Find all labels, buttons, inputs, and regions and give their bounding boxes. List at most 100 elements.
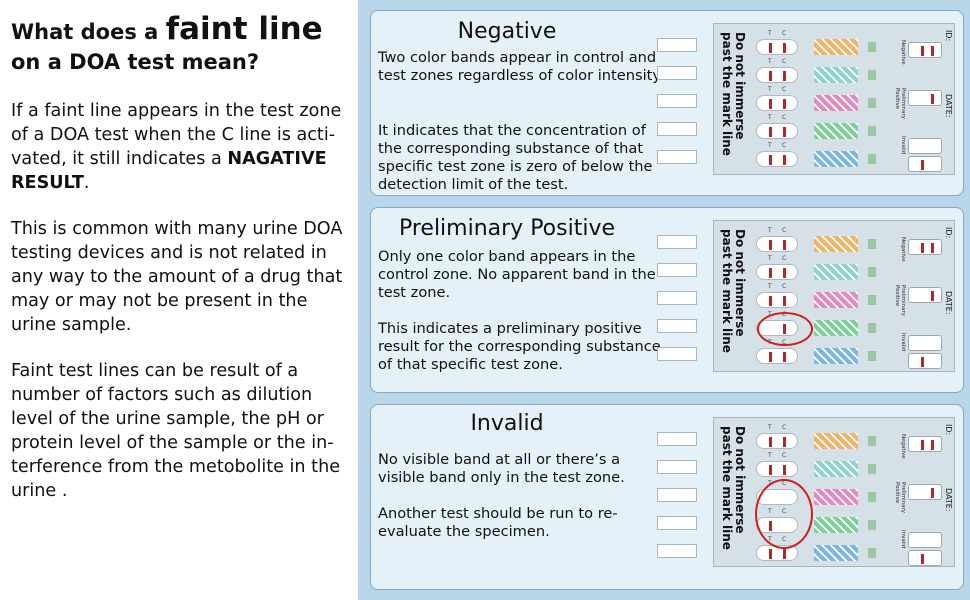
id-label: ID: xyxy=(944,424,953,436)
immersion-warning: Do not immerse past the mark line xyxy=(720,426,747,550)
control-band xyxy=(783,240,786,250)
legend-band xyxy=(931,46,934,56)
test-label: T xyxy=(768,227,772,234)
legend-band xyxy=(931,488,934,498)
result-window xyxy=(756,292,798,308)
negative-result-emphasis: NAGATIVE RESULT xyxy=(11,149,327,193)
test-strip-tab xyxy=(657,38,697,52)
legend-window xyxy=(908,90,942,106)
id-label: ID: xyxy=(944,30,953,42)
control-label: C xyxy=(782,58,787,65)
test-strip-tab xyxy=(657,319,697,333)
test-band xyxy=(769,99,772,109)
immersion-warning: Do not immerse past the mark line xyxy=(720,32,747,156)
test-band xyxy=(769,240,772,250)
panel-description: Only one color band appears in the contr… xyxy=(378,248,656,301)
test-strip-tab xyxy=(657,516,697,530)
drug-color-pad xyxy=(814,39,858,55)
drug-color-pad xyxy=(814,489,858,505)
panel-title: Invalid xyxy=(470,411,544,436)
legend-label: Invalid xyxy=(900,333,906,352)
flow-arrow-icon xyxy=(868,464,876,474)
result-window xyxy=(756,151,798,167)
flow-arrow-icon xyxy=(868,436,876,446)
flow-arrow-icon xyxy=(868,98,876,108)
legend-window xyxy=(908,353,942,369)
panel-title: Preliminary Positive xyxy=(398,216,616,241)
flow-arrow-icon xyxy=(868,154,876,164)
highlight-circle xyxy=(757,312,813,346)
test-band xyxy=(769,296,772,306)
legend-band xyxy=(931,243,934,253)
result-window xyxy=(756,123,798,139)
control-band xyxy=(783,465,786,475)
test-band xyxy=(769,127,772,137)
result-window xyxy=(756,433,798,449)
drug-color-pad xyxy=(814,95,858,111)
legend-label: Preliminary Positive xyxy=(894,482,906,514)
paragraph-common: This is common with many urine DOA testi… xyxy=(11,219,343,335)
test-strip-tab xyxy=(657,544,697,558)
result-window xyxy=(756,348,798,364)
flow-arrow-icon xyxy=(868,267,876,277)
drug-color-pad xyxy=(814,545,858,561)
test-strip-tab xyxy=(657,235,697,249)
panel-interpretation: It indicates that the concentration of t… xyxy=(378,122,653,193)
control-band xyxy=(783,155,786,165)
control-label: C xyxy=(782,30,787,37)
flow-arrow-icon xyxy=(868,42,876,52)
control-label: C xyxy=(782,86,787,93)
flow-arrow-icon xyxy=(868,239,876,249)
test-label: T xyxy=(768,424,772,431)
immersion-warning: Do not immerse past the mark line xyxy=(720,229,747,353)
legend-band xyxy=(921,160,924,170)
test-band xyxy=(769,43,772,53)
control-label: C xyxy=(782,142,787,149)
legend-window xyxy=(908,138,942,154)
date-label: DATE: xyxy=(944,291,953,315)
test-label: T xyxy=(768,58,772,65)
test-band xyxy=(769,155,772,165)
legend-label: Invalid xyxy=(900,530,906,549)
test-strip-tab xyxy=(657,347,697,361)
result-window xyxy=(756,461,798,477)
test-band xyxy=(769,352,772,362)
drug-color-pad xyxy=(814,461,858,477)
id-label: ID: xyxy=(944,227,953,239)
test-strip-tab xyxy=(657,94,697,108)
legend-band xyxy=(921,46,924,56)
control-band xyxy=(783,352,786,362)
control-label: C xyxy=(782,424,787,431)
test-strip-tab xyxy=(657,488,697,502)
headline-part: on a DOA test mean? xyxy=(11,50,260,74)
control-band xyxy=(783,71,786,81)
test-strip-tab xyxy=(657,122,697,136)
control-band xyxy=(783,549,786,559)
drug-color-pad xyxy=(814,264,858,280)
result-window xyxy=(756,39,798,55)
legend-label: Negative xyxy=(900,434,906,459)
legend-window xyxy=(908,239,942,255)
test-strip-tab xyxy=(657,263,697,277)
flow-arrow-icon xyxy=(868,492,876,502)
test-strip-tab xyxy=(657,66,697,80)
flow-arrow-icon xyxy=(868,126,876,136)
legend-label: Negative xyxy=(900,237,906,262)
drug-color-pad xyxy=(814,236,858,252)
control-label: C xyxy=(782,452,787,459)
control-band xyxy=(783,268,786,278)
legend-band xyxy=(921,440,924,450)
legend-window xyxy=(908,42,942,58)
